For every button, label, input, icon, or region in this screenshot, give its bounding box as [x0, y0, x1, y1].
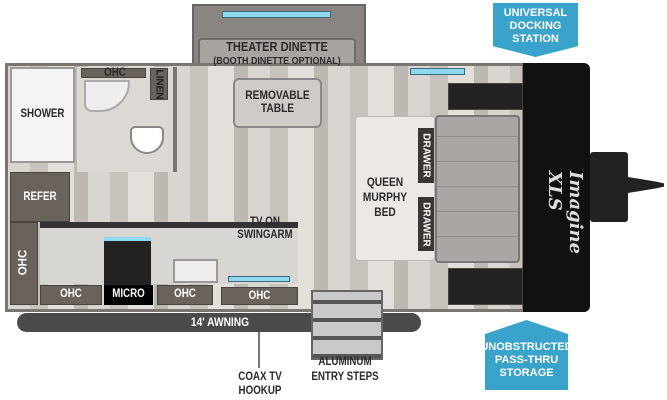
refrigerator [10, 172, 70, 222]
stove [104, 237, 151, 285]
front-cabinet-bottom [448, 268, 523, 305]
kitchen-window [228, 276, 290, 282]
shower-label: SHOWER [20, 108, 65, 120]
imagine-xls-logo: Imagine XLS [544, 171, 586, 255]
side-ohc-cabinet [10, 222, 38, 305]
linen-cabinet [150, 68, 168, 100]
table-label: REMOVABLE TABLE [245, 88, 310, 115]
pass-thru-storage-callout: UNOBSTRUCTED PASS-THRU STORAGE [485, 320, 568, 390]
bedroom-window [410, 68, 465, 75]
coax-label: COAX TV HOOKUP [238, 371, 282, 397]
bath-ohc-label: OHC [104, 67, 126, 79]
refer-label: REFER [23, 191, 57, 203]
micro-label: MICRO [112, 288, 145, 300]
front-cabinet-top [448, 83, 523, 110]
bath-ohc-cabinet [81, 68, 146, 78]
kitchen-counter [40, 222, 298, 284]
bed-label: QUEEN MURPHY BED [362, 175, 408, 219]
side-ohc-label: OHC [17, 249, 30, 276]
awning-label: 14' AWNING [190, 315, 250, 329]
drawer-top-label: DRAWER [420, 133, 432, 178]
front-cap [523, 63, 590, 312]
steps-label: ALUMINUM ENTRY STEPS [311, 356, 379, 383]
entry-steps [311, 290, 383, 360]
ohc-3-label: OHC [248, 290, 271, 302]
coax-hookup-line [258, 332, 260, 368]
ohc-cabinet-2 [157, 285, 213, 305]
dinette-label: THEATER DINETTE [226, 39, 328, 54]
removable-table [233, 78, 322, 128]
shower [10, 67, 75, 163]
ohc-1-label: OHC [60, 288, 82, 300]
microwave [104, 285, 153, 305]
drawer-top [418, 128, 434, 183]
hitch-coupler [628, 177, 664, 193]
tv-swingarm-label: TV ON SWINGARM [237, 216, 293, 241]
kitchen-sink [173, 259, 218, 283]
dinette-note-label: (BOOTH DINETTE OPTIONAL) [213, 55, 341, 67]
drawer-bottom-label: DRAWER [420, 202, 432, 247]
ohc-2-label: OHC [174, 288, 196, 300]
dinette-window [222, 11, 331, 18]
linen-label: LINEN [153, 69, 165, 100]
drawer-bottom [418, 197, 434, 251]
hitch-tongue [590, 152, 628, 222]
ohc-cabinet-1 [40, 285, 102, 305]
toilet [130, 126, 164, 154]
murphy-headboard [435, 115, 520, 263]
universal-docking-station-callout: UNIVERSAL DOCKING STATION [493, 3, 578, 57]
ohc-cabinet-3 [221, 287, 298, 305]
